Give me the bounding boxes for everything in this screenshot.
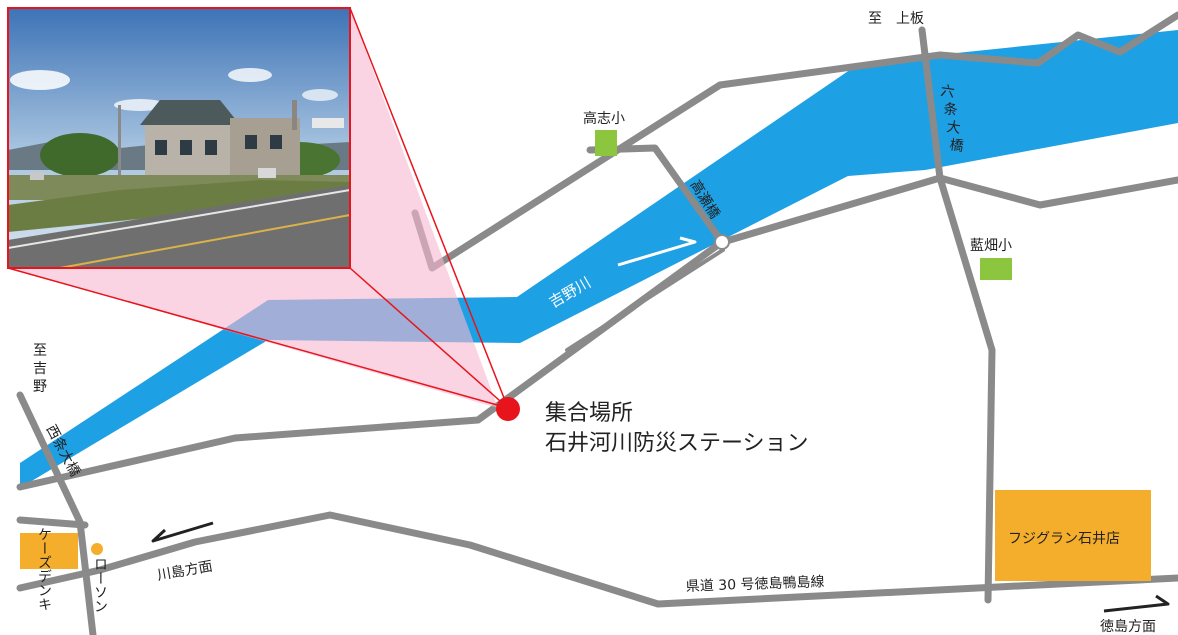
label-rokujo-3: 大 [945, 119, 961, 137]
assembly-label: 集合場所 [545, 401, 633, 426]
label-rokujo-4: 橋 [948, 137, 964, 155]
label-rokujo-1: 六 [939, 83, 955, 101]
road-levee-parallel [565, 248, 725, 352]
label-to-yoshino-1: 至 [33, 343, 47, 359]
label-prefectural-road: 県道 30 号徳島鴨島線 [686, 574, 825, 595]
callout-line-right [349, 267, 509, 409]
lawson-marker [91, 543, 103, 555]
assembly-point-marker[interactable] [496, 397, 520, 421]
river-flow-arrow-icon [617, 236, 697, 267]
photo-callout-wedge [8, 8, 498, 408]
callout-line-upper [349, 7, 509, 409]
label-tokushima: 徳島方面 [1100, 619, 1156, 635]
label-lawson: ローソン [92, 557, 108, 613]
callout-line-lower [7, 267, 509, 409]
label-fuji-grand: フジグラン石井店 [1008, 531, 1120, 547]
road-network [16, 11, 1178, 635]
takashi-school-marker [595, 130, 617, 156]
label-takashi-school: 高志小 [583, 110, 625, 127]
label-kawashima: 川島方面 [156, 558, 214, 583]
label-rokujo-2: 条 [942, 100, 958, 119]
yoshino-river [20, 30, 1178, 488]
road-northern [411, 11, 1178, 272]
direction-left-arrow-icon [151, 521, 214, 543]
fuji-grand-store [995, 490, 1151, 581]
label-to-yoshino-3: 野 [33, 379, 47, 395]
road-prefectural-30 [16, 511, 1178, 608]
station-name: 石井河川防災ステーション [545, 431, 809, 456]
station-photo [7, 8, 351, 269]
road-lower-west [16, 516, 89, 529]
label-to-yoshino-2: 吉 [33, 361, 47, 377]
label-aibatake-school: 藍畑小 [970, 238, 1012, 254]
label-ks-denki: ケーズデンキ [36, 527, 52, 611]
road-rokujo-ohashi [918, 26, 996, 604]
takase-bridge-node [714, 234, 730, 250]
aibatake-school-marker [980, 258, 1012, 280]
road-eastern-upper [719, 174, 1178, 246]
label-to-kamiita: 至 上板 [868, 11, 924, 27]
photo-frame [7, 7, 351, 269]
ks-denki-store [20, 533, 78, 569]
direction-right-arrow-icon [1103, 594, 1170, 613]
